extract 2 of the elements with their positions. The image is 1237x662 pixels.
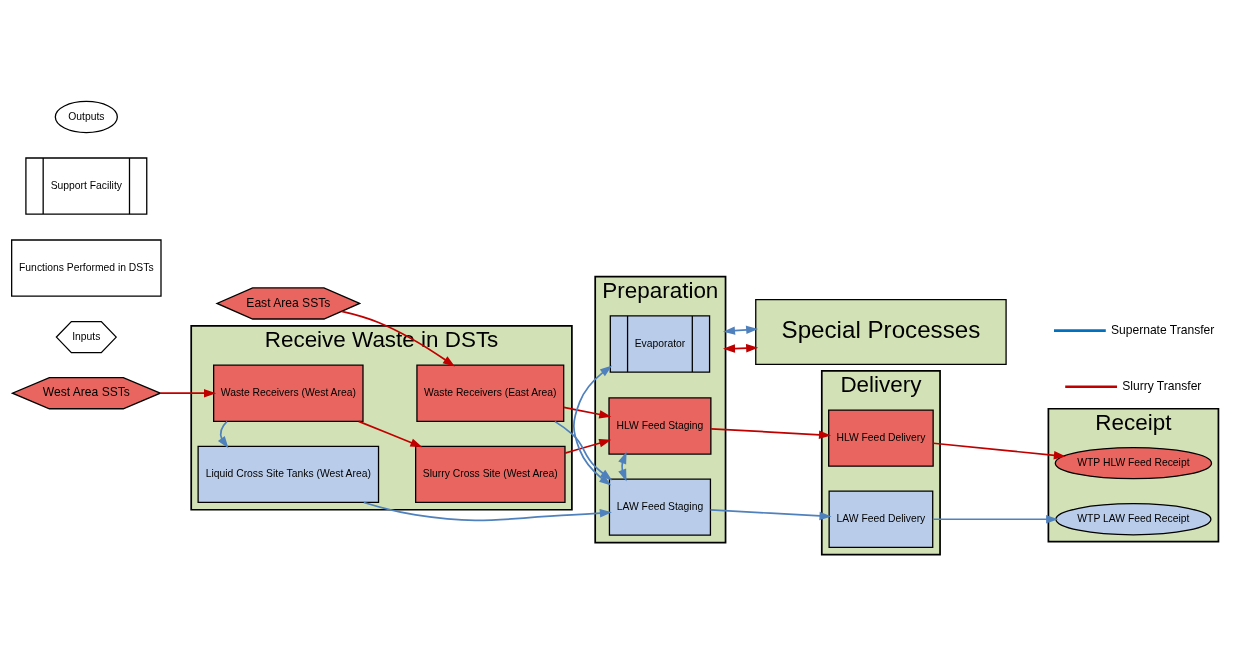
legend-label: Supernate Transfer bbox=[1110, 322, 1215, 337]
legend-label: Slurry Transfer bbox=[1122, 378, 1202, 393]
